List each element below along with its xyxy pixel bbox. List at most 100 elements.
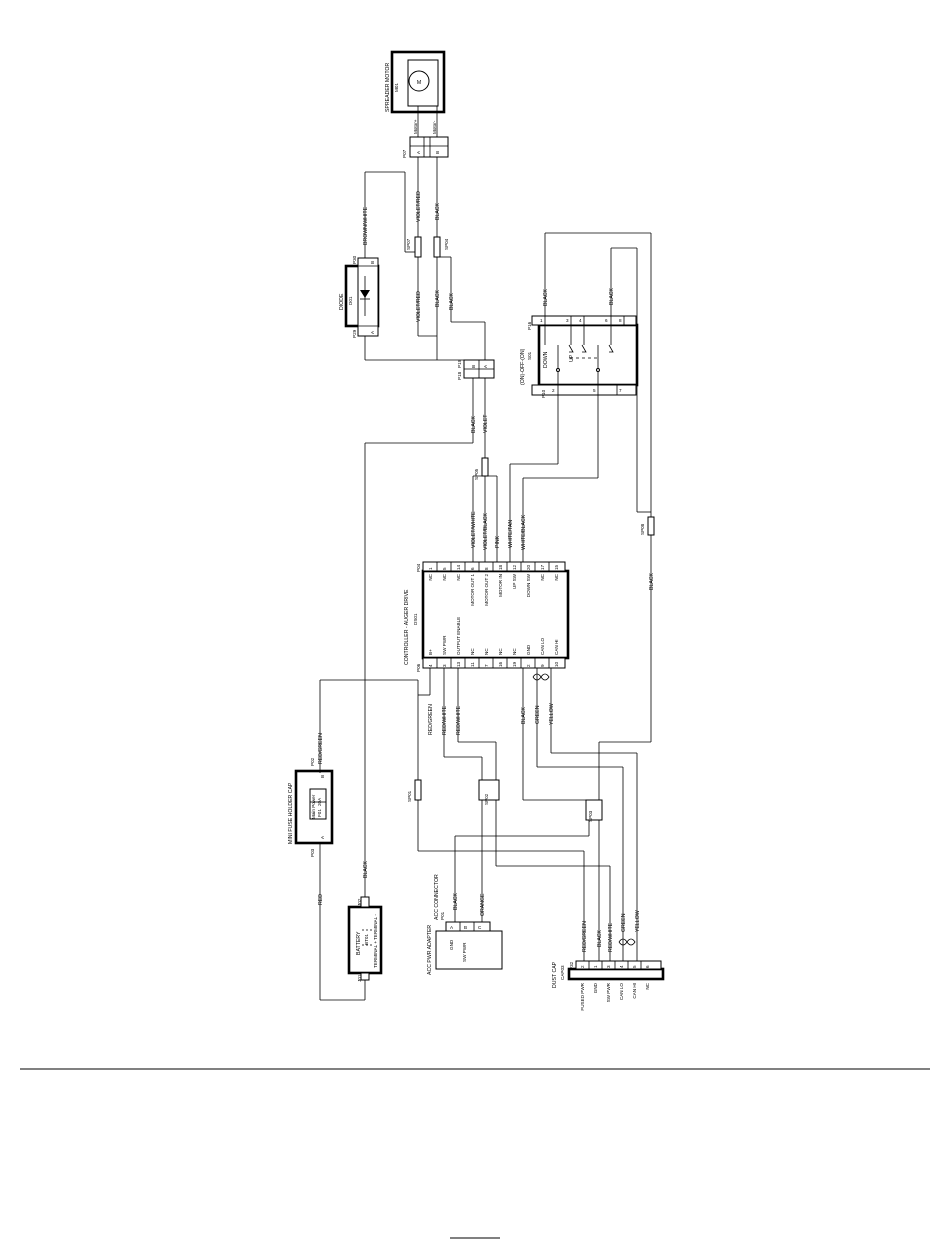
p18-pin-b: B xyxy=(471,365,476,368)
controller-pin-function: SW PWR xyxy=(442,635,447,655)
controller-pin-function: NC xyxy=(442,573,447,580)
connector-p18-p19: P18 P19 B A xyxy=(457,359,495,380)
controller-pin-number: 13 xyxy=(456,661,461,667)
diode-symbol-icon xyxy=(360,290,370,298)
motor-title: SPREADER MOTOR xyxy=(385,63,391,112)
sp01-label: SP01 xyxy=(407,790,412,802)
controller-pin-function: NC xyxy=(484,648,489,655)
wire-label: VIOLET/BLACK xyxy=(483,513,489,550)
controller-pin-function: DOWN SW xyxy=(526,573,531,597)
controller-pin-function: NC xyxy=(428,573,433,580)
diode-pin-b: B xyxy=(370,261,375,264)
on-off-on-switch: 1 3 4 6 8 2 5 7 (ON)-OFF-(ON) S01 P16 P1… xyxy=(520,315,639,398)
wire-label: RED/GREEN xyxy=(582,921,588,952)
battery-j02: J02 xyxy=(357,898,362,906)
splice-sp07: SP07 xyxy=(406,236,422,258)
fuse-conn-b: P02 xyxy=(310,757,315,766)
wire-label: VIOLET/RED xyxy=(416,191,422,222)
dust-cap-pin-number: 6 xyxy=(645,965,650,968)
diode-conn-a: P29 xyxy=(352,329,357,338)
spreader-motor: M SPREADER MOTOR M01 Motor+ Motor- xyxy=(385,50,446,134)
wire-label: GREEN xyxy=(535,705,541,724)
controller-conn-top: P04 xyxy=(416,563,421,572)
splice-sp02: SP02 xyxy=(478,779,500,805)
sp07-label: SP07 xyxy=(406,238,411,250)
switch-conn-bottom: P10 xyxy=(541,389,546,398)
p07-pin-b: B xyxy=(435,151,440,154)
controller-pin-number: 1 xyxy=(428,567,433,570)
controller-pin-function: NC xyxy=(512,648,517,655)
p18-label: P18 xyxy=(457,371,462,380)
wire-label: BLACK xyxy=(449,292,455,310)
wire-label: BLACK xyxy=(453,892,459,910)
controller-pin-function: NC xyxy=(470,648,475,655)
wire-label: YELLOW xyxy=(635,910,641,932)
controller-pin-number: 6 xyxy=(470,567,475,570)
acc-id: P01 xyxy=(440,911,445,920)
wire-label: BLACK xyxy=(363,860,369,878)
fuse-conn-a: P03 xyxy=(310,848,315,857)
diode-id: D01 xyxy=(348,296,353,305)
splice-sp01: SP01 xyxy=(407,779,422,802)
controller-id: DS01 xyxy=(413,613,418,625)
controller-pin-number: 5 xyxy=(442,567,447,570)
battery-terminal-minus: TERMINAL - xyxy=(373,914,378,940)
controller-pin-function: CAN LO xyxy=(540,637,545,655)
controller-pin-number: 4 xyxy=(428,664,433,667)
controller-pin-number: 11 xyxy=(470,662,475,667)
switch-title: (ON)-OFF-(ON) xyxy=(520,348,526,385)
switch-pin-1: 1 xyxy=(540,318,543,323)
wires xyxy=(319,90,652,1001)
motor-pin-b: Motor- xyxy=(432,120,437,134)
dust-cap-pin-function: NC xyxy=(645,982,650,989)
wire-label: BLACK xyxy=(471,415,477,433)
battery-title: BATTERY xyxy=(356,931,362,955)
acc-adapter-title: ACC PWR ADAPTER xyxy=(427,925,433,975)
controller-pin-function: NC xyxy=(498,648,503,655)
controller-pin-function: B+ xyxy=(428,649,433,655)
wire-label: RED/GREEN xyxy=(318,733,324,764)
controller-conn-bottom: P06 xyxy=(416,663,421,672)
wire-label: RED/WHITE xyxy=(456,705,462,735)
dust-cap-pin-function: FUSED PWR xyxy=(580,982,585,1010)
motor-symbol-icon xyxy=(408,70,430,92)
controller-auger-drive: CONTROLLER - AUGER DRIVE DS01 P04 P06 1N… xyxy=(404,561,570,672)
switch-pin-3: 3 xyxy=(566,318,569,323)
diode-conn-b: P30 xyxy=(352,255,357,264)
wire-label: RED xyxy=(318,894,324,905)
switch-down-label: DOWN xyxy=(543,351,549,368)
fuse-id: F01 xyxy=(317,809,322,817)
dust-cap-title: DUST CAP xyxy=(552,961,558,988)
controller-pin-function: NC xyxy=(554,573,559,580)
controller-pin-number: 17 xyxy=(540,564,545,570)
wire-label: BLACK xyxy=(609,287,615,305)
acc-func-gnd: GND xyxy=(449,939,454,950)
switch-pin-2: 2 xyxy=(552,388,555,393)
switch-pin-4: 4 xyxy=(579,318,582,323)
wire-label: YELLOW xyxy=(549,703,555,725)
wire-label: RED/WHITE xyxy=(442,705,448,735)
dust-cap-pin-number: 3 xyxy=(606,965,611,968)
p07-id: P07 xyxy=(402,149,407,158)
battery-id: BT01 xyxy=(364,934,369,945)
switch-pin-8: 8 xyxy=(619,318,622,323)
wire-label: BLACK xyxy=(521,706,527,724)
splice-sp05: SP05 xyxy=(474,457,489,480)
motor-pin-a: Motor+ xyxy=(413,119,418,134)
sp02-label: SP02 xyxy=(484,793,489,805)
battery: BATTERY BT01 TERMINAL - TERMINAL + J02 J… xyxy=(347,896,383,982)
acc-pin-a: A xyxy=(450,925,454,930)
p18-pin-a: A xyxy=(483,364,488,368)
dust-cap-pin-function: CAN HI xyxy=(632,983,637,999)
wire-label: ORANGE xyxy=(480,893,486,916)
wire-label: VIOLET/WHITE xyxy=(471,511,477,548)
fuse-label: Main Power xyxy=(311,794,316,819)
motor-symbol: M xyxy=(417,80,421,86)
dust-cap-pin-function: CAN LO xyxy=(619,983,624,1001)
controller-pin-number: 18 xyxy=(498,564,503,570)
wire-label: BLACK xyxy=(649,572,655,590)
